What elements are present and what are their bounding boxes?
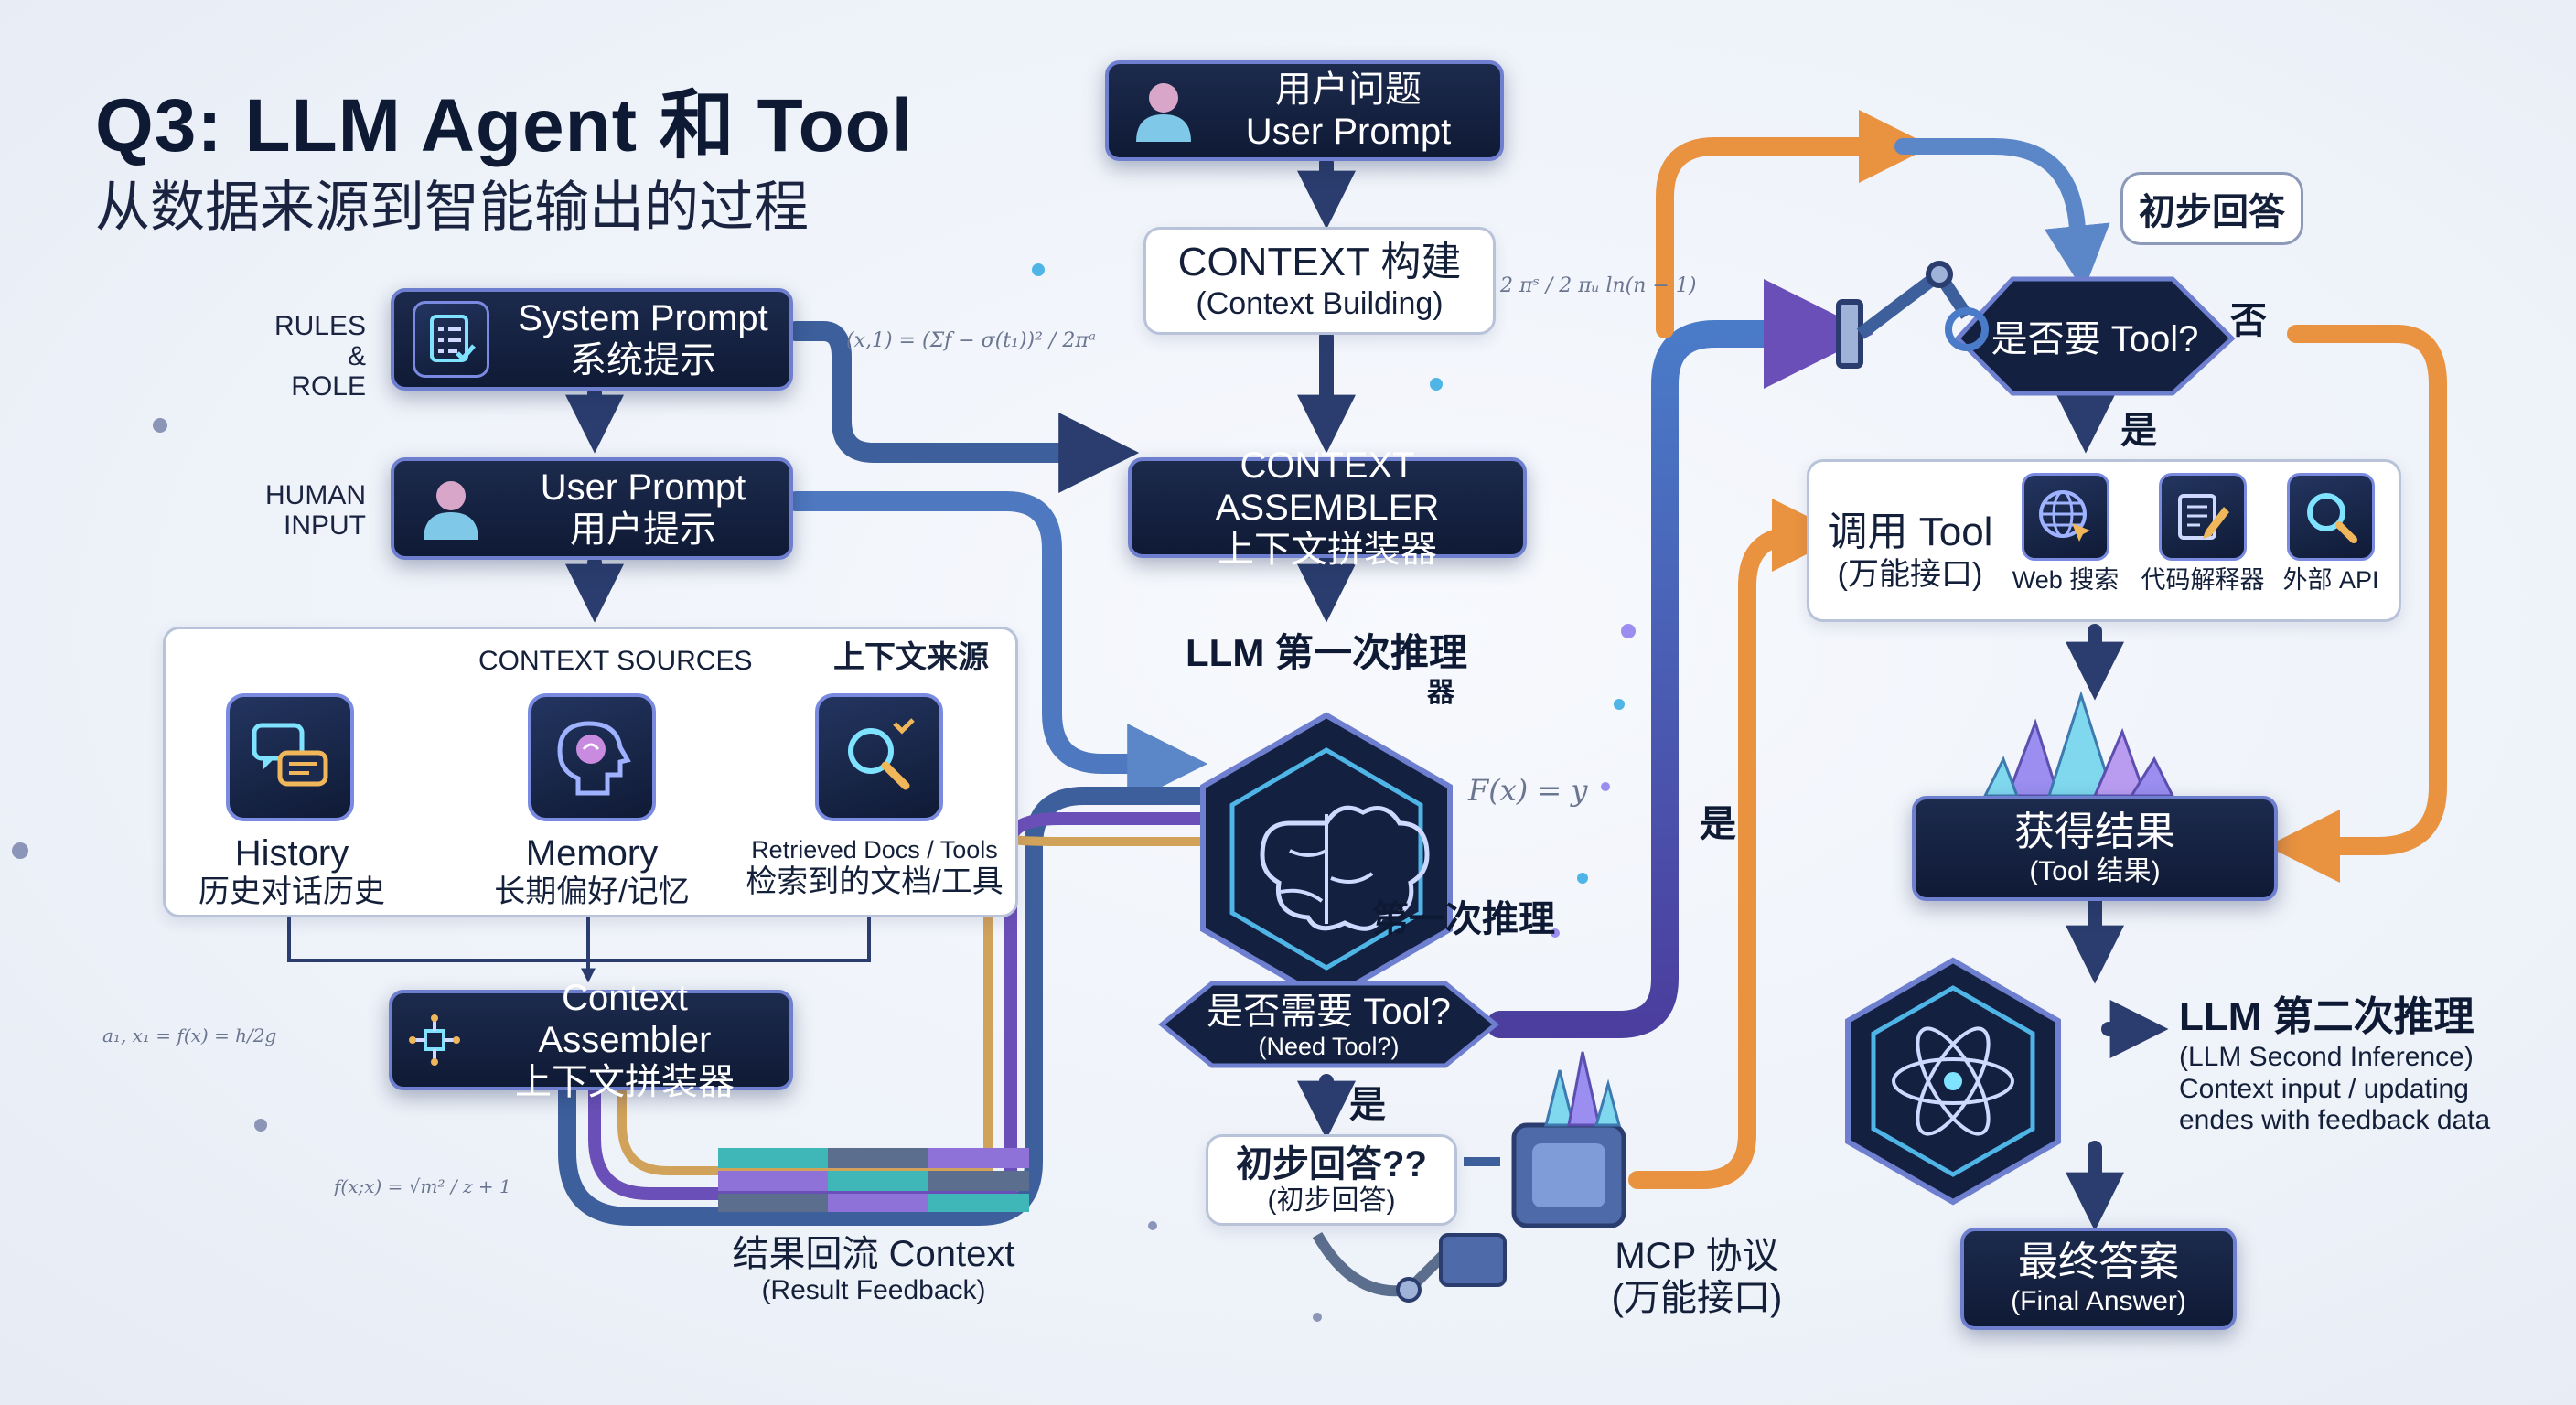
- llm-first-hex: [1200, 712, 1453, 1004]
- yes-label-right: 是: [2120, 411, 2157, 451]
- llm-first-label: LLM 第一次推理 器: [1186, 631, 1467, 708]
- first-reasoning-label: 第一次推理: [1372, 899, 1555, 939]
- need-tool2-label: 是否要 Tool?: [1991, 319, 2199, 359]
- human-input-label: HUMAN INPUT: [265, 480, 366, 541]
- blue-curve: [1894, 138, 2110, 292]
- final-answer-box: 最终答案 (Final Answer): [1960, 1228, 2237, 1330]
- tool-external-api: 外部 API: [2267, 473, 2395, 595]
- robot-arm-icon: [1836, 261, 1989, 369]
- user-question-box: 用户问题 User Prompt: [1105, 60, 1504, 161]
- system-prompt-box: System Prompt 系统提示: [391, 288, 793, 391]
- tool-code-interpreter: 代码解释器: [2125, 473, 2281, 595]
- math-formula-4: a₁, x₁ = f(x) = h/2g: [102, 1024, 277, 1046]
- need-tool-diamond: [1158, 981, 1499, 1068]
- prelim-bubble: 初步回答: [2120, 172, 2303, 245]
- blue-pipes: [786, 321, 1208, 804]
- no-label: 否: [2230, 301, 2267, 341]
- search-icon: [2287, 473, 2375, 561]
- history-label: History 历史对话历史: [199, 833, 385, 909]
- user-prompt-box: User Prompt 用户提示: [391, 457, 793, 560]
- user-icon: [413, 470, 489, 547]
- source-bracket: [287, 915, 871, 983]
- up-pipe: [1487, 279, 1873, 1038]
- page-title: Q3: LLM Agent 和 Tool: [95, 84, 914, 167]
- checklist-icon: [413, 301, 489, 378]
- network-icon: [405, 1011, 464, 1069]
- navy-arrows: [565, 156, 2169, 1231]
- magnifier-doc-icon: [815, 693, 943, 821]
- llm-second-hex: [1845, 957, 2061, 1206]
- notepad-pencil-icon: [2159, 473, 2247, 561]
- math-formula-2: 2 πˢ / 2 πᵤ ln(n − 1): [1500, 274, 1697, 297]
- context-sources-title-zh: 上下文来源: [833, 640, 989, 675]
- feedback-label: 结果回流 Context (Result Feedback): [732, 1234, 1015, 1305]
- user-icon-top: [1129, 76, 1198, 145]
- call-tool-panel: 调用 Tool (万能接口) Web 搜索 代码解释器 外部 API: [1807, 459, 2401, 622]
- tool-web-search: Web 搜索: [2002, 473, 2130, 595]
- yes-label-pipe: 是: [1700, 804, 1736, 844]
- math-formula-3: F(x) = y: [1468, 773, 1588, 808]
- rules-role-label: RULES & ROLE: [274, 311, 366, 402]
- page-subtitle: 从数据来源到智能输出的过程: [95, 177, 809, 238]
- memory-label: Memory 长期偏好/记忆: [494, 833, 690, 909]
- math-formula-1: (x,1) = (Σf − σ(t₁))² / 2πᵃ: [846, 329, 1097, 352]
- context-sources-title: CONTEXT SOURCES: [478, 646, 753, 676]
- mcp-device-icon: [1312, 1051, 1626, 1303]
- need-tool-label: 是否需要 Tool? (Need Tool?): [1207, 992, 1451, 1061]
- prelim-answer-box: 初步回答?? (初步回答): [1206, 1134, 1457, 1226]
- globe-icon: [2022, 473, 2109, 561]
- llm-second-text: LLM 第二次推理 (LLM Second Inference) Context…: [2179, 994, 2491, 1135]
- decor-dots: [12, 263, 1636, 1322]
- orange-pipes: [1628, 110, 2447, 1189]
- chat-history-icon: [226, 693, 354, 821]
- feedback-bars: [718, 1148, 1029, 1212]
- results-box: 获得结果 (Tool 结果): [1912, 796, 2278, 901]
- mcp-label: MCP 协议 (万能接口): [1611, 1236, 1783, 1318]
- context-assembler-center-box: CONTEXT ASSEMBLER 上下文拼装器: [1128, 445, 1527, 570]
- context-sources-panel: CONTEXT SOURCES 上下文来源 History 历史对话历史 Mem…: [163, 627, 1018, 917]
- context-assembler-left-box: Context Assembler 上下文拼装器: [389, 978, 793, 1102]
- call-tool-label: 调用 Tool (万能接口): [1827, 509, 1993, 592]
- math-formula-5: f(x;x) = √m² / z + 1: [334, 1175, 511, 1197]
- context-building-box: CONTEXT 构建 (Context Building): [1143, 227, 1496, 335]
- crystal-cluster-icon: [1982, 691, 2175, 798]
- yes-label-center: 是: [1349, 1085, 1386, 1125]
- memory-brain-icon: [528, 693, 656, 821]
- need-tool2-diamond: [1954, 276, 2236, 396]
- retrieved-label: Retrieved Docs / Tools 检索到的文档/工具: [746, 836, 1004, 900]
